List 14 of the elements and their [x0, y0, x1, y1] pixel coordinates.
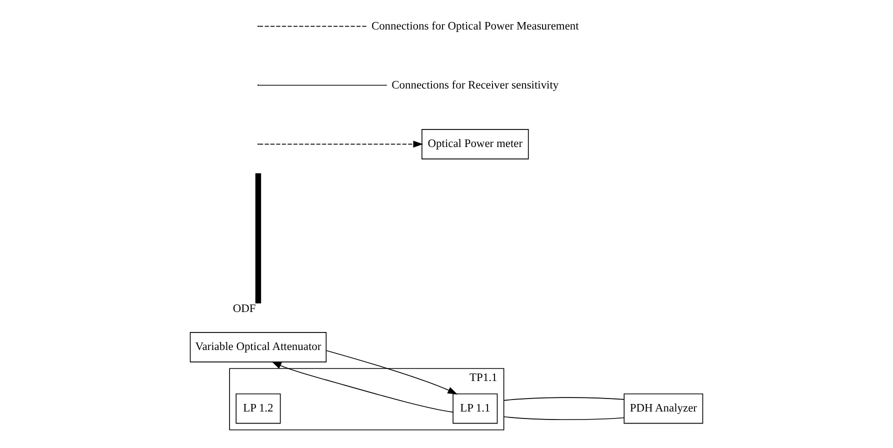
node-box: LP 1.1 — [452, 393, 498, 424]
legend-label: Connections for Optical Power Measurement — [371, 20, 579, 32]
arrow — [272, 361, 454, 413]
node-box: LP 1.2 — [236, 393, 281, 424]
arrow — [258, 140, 424, 148]
node-box: Variable Optical Attenuator — [190, 332, 327, 362]
connector — [503, 397, 624, 401]
connector — [503, 416, 624, 420]
legend-label: Connections for Receiver sensitivity — [392, 79, 559, 92]
node-bar — [255, 173, 262, 304]
arrow — [326, 350, 458, 394]
node-label: ODF — [232, 303, 256, 316]
node-box: PDH Analyzer — [624, 393, 704, 424]
node-box: Optical Power meter — [422, 129, 529, 160]
